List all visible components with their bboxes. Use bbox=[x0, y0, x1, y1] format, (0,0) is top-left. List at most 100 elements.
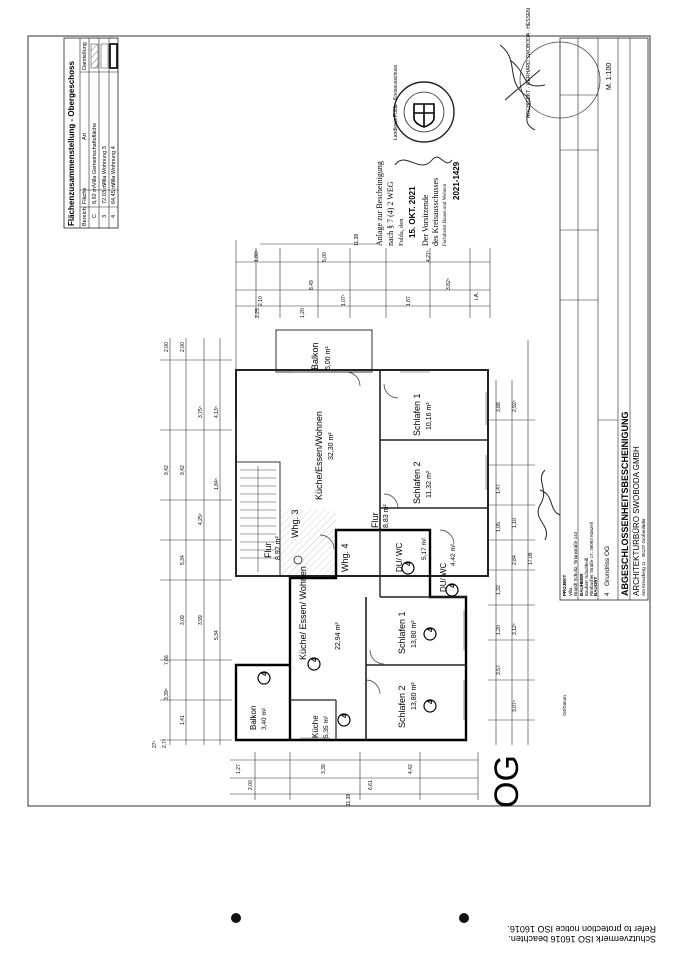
dim-right: 3,07⁵ bbox=[512, 700, 518, 712]
stair-arrow-icon bbox=[293, 555, 303, 565]
common-hallway-area bbox=[280, 510, 336, 575]
unit-4-marker bbox=[401, 561, 415, 575]
room-area: 4,42 m² bbox=[450, 543, 457, 566]
row-flaeche: 8,92 m² bbox=[92, 185, 98, 204]
copyright-notice: Schutzvermerk ISO 16016 beachten. bbox=[508, 934, 656, 944]
owner-signature bbox=[537, 469, 561, 541]
room-name: Flur bbox=[263, 542, 273, 558]
dim-left: 9,42 bbox=[180, 465, 186, 475]
dim-left: 2,00 bbox=[164, 342, 170, 352]
copyright-notice: Refer to protection notice ISO 16016. bbox=[507, 924, 656, 934]
approval-line: Anlage zur Bescheinigung bbox=[375, 161, 384, 246]
floor-plan: Balkon 5,00 m² Küche/Essen/Wohnen 32,30 … bbox=[234, 329, 526, 808]
architect-stamp bbox=[519, 41, 601, 119]
room-name: Schlafen 2 bbox=[397, 685, 407, 728]
approval-line: des Kreisausschusses bbox=[431, 178, 440, 246]
balcony-unit-3 bbox=[275, 329, 373, 373]
door-swing bbox=[319, 534, 335, 550]
dim-top: 11,38 bbox=[354, 234, 360, 246]
room-area: 5,00 m² bbox=[325, 346, 332, 370]
dim-top: 2,10 bbox=[258, 296, 264, 306]
row-flaeche: 72,03 m² bbox=[102, 182, 108, 204]
dim-top: 2,25 bbox=[255, 308, 261, 318]
row-art: Villa Wohnung 3 bbox=[102, 146, 108, 186]
room-name: DU/ WC bbox=[439, 562, 448, 592]
dim-left: 2,00 bbox=[180, 342, 186, 352]
dim-left: 2,7⁵ bbox=[162, 739, 168, 748]
punch-hole bbox=[459, 913, 469, 923]
dim-bottom: 3,39 bbox=[321, 764, 327, 774]
dim-bottom: 1,27 bbox=[236, 764, 242, 774]
col-header-bereich: Bereich bbox=[82, 207, 88, 226]
room-name: Balkon bbox=[249, 706, 258, 730]
official-seal bbox=[393, 81, 455, 143]
dim-right: 1,05 bbox=[496, 522, 502, 532]
room-area: 5,35 m² bbox=[323, 715, 330, 738]
dim-bottom: 4,42 bbox=[408, 764, 414, 774]
dim-right: 3,88 bbox=[496, 402, 502, 412]
row-art: Villa Wohnung 4 bbox=[111, 146, 117, 186]
title-firm: ARCHITEKTURBÜRO SWOBODA GMBH bbox=[632, 446, 641, 596]
col-header-art: Art bbox=[82, 133, 88, 141]
title-client-line: Bauherr Schultheiß bbox=[584, 557, 589, 596]
title-plan: Grundriss OG bbox=[604, 546, 611, 586]
dim-left: 3,09 bbox=[180, 615, 186, 625]
official-seal-inner bbox=[403, 91, 445, 133]
unit-4-marker-label: 4 bbox=[340, 713, 349, 718]
approval-line: nach § 7 (4) 2 WEG bbox=[386, 181, 395, 246]
legend-swatch-bold bbox=[109, 43, 118, 69]
dim-left: 5,34 bbox=[180, 555, 186, 565]
room-name: Flur bbox=[370, 512, 380, 528]
dim-top: 1,07⁵ bbox=[341, 294, 347, 306]
dim-right: 2,84 bbox=[512, 555, 518, 565]
seal-emblem-icon bbox=[413, 103, 435, 128]
dim-left: 4,13⁵ bbox=[214, 406, 220, 418]
row-flaeche: 64,45 m² bbox=[111, 182, 117, 204]
room-name: Balkon bbox=[310, 342, 320, 370]
legend-swatch-hatched bbox=[90, 43, 99, 69]
room-area: 8,83 m² bbox=[383, 504, 390, 528]
dim-bottom: 6,61 bbox=[368, 780, 374, 790]
unit-4-marker bbox=[445, 583, 459, 597]
dim-right: 1,20 bbox=[496, 625, 502, 635]
dim-left: 3,39⁵ bbox=[164, 688, 170, 700]
dim-right: 1,32 bbox=[496, 585, 502, 595]
unit-4-marker-label: 4 bbox=[426, 699, 435, 704]
dim-right: 2,92⁵ bbox=[512, 400, 518, 412]
architect-signature bbox=[499, 44, 546, 131]
dim-left: 3,75⁵ bbox=[198, 406, 204, 418]
dim-left: 1,84⁵ bbox=[214, 478, 220, 490]
unit-4-marker bbox=[307, 657, 321, 671]
room-name: Schlafen 2 bbox=[412, 461, 422, 504]
area-summary-title: Flächenzusammenstellung - Obergeschoss bbox=[67, 61, 76, 226]
room-name: DU/ WC bbox=[395, 542, 404, 572]
room-area: 13,80 m² bbox=[411, 620, 418, 648]
dim-left: 7,66 bbox=[164, 655, 170, 665]
title-site-label: BAUORT bbox=[593, 577, 598, 596]
col-header-flaeche: Fläche bbox=[82, 187, 88, 204]
balcony-unit-4 bbox=[235, 664, 291, 741]
col-header-darstellung: Darstellung bbox=[82, 42, 88, 70]
unit-4-marker-label: 4 bbox=[260, 671, 269, 676]
dim-left: 27⁵ bbox=[152, 740, 158, 748]
windows bbox=[235, 371, 487, 739]
title-sign-label: Ort/Datum bbox=[562, 695, 567, 716]
dim-top: 3,82⁵ bbox=[446, 278, 452, 290]
room-area: 3,40 m² bbox=[261, 707, 268, 730]
title-client-label: BAUHERR bbox=[579, 573, 584, 596]
title-project-label: PROJEKT bbox=[562, 574, 567, 596]
room-name: Küche/Essen/Wohnen bbox=[314, 411, 324, 500]
approval-date: 15. OKT. 2021 bbox=[408, 186, 417, 238]
door-swing bbox=[439, 529, 455, 545]
room-name: Schlafen 1 bbox=[397, 611, 407, 654]
room-area: 22,94 m² bbox=[335, 622, 342, 650]
unit-4-marker-label: 4 bbox=[310, 657, 319, 662]
punch-hole bbox=[231, 913, 241, 923]
dim-top: 1,87 bbox=[406, 296, 412, 306]
dim-right: 1,10 bbox=[512, 518, 518, 528]
approval-number: 2021-1429 bbox=[452, 161, 461, 200]
door-swing bbox=[345, 371, 361, 387]
room-area: 8,92 m² bbox=[275, 536, 282, 560]
room-area: 13,80 m² bbox=[411, 682, 418, 710]
